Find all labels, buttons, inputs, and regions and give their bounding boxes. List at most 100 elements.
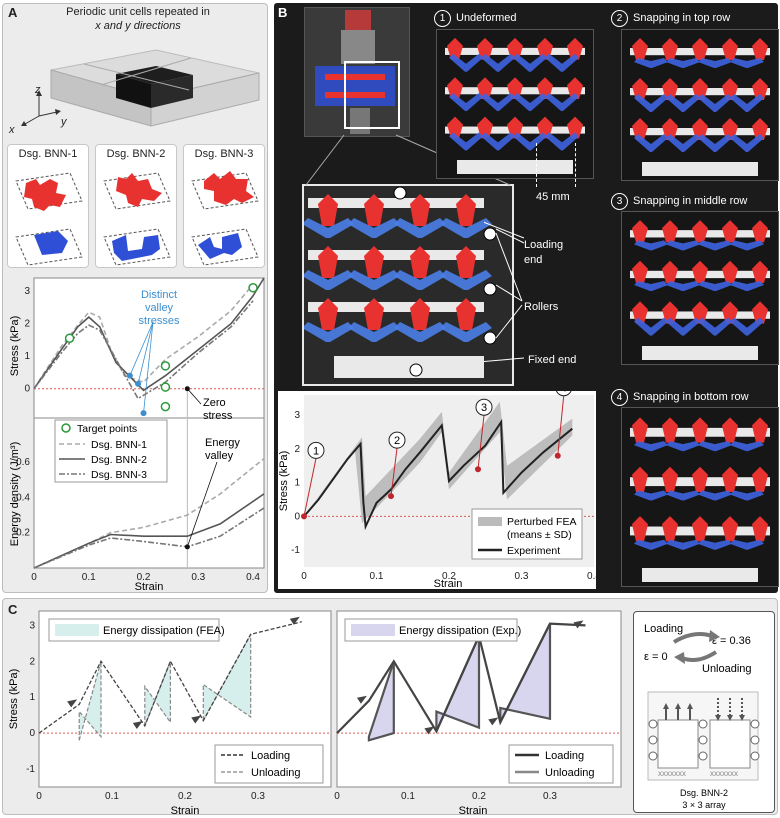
design-label-bnn3: Dsg. BNN-3 bbox=[194, 148, 254, 160]
red-element bbox=[632, 78, 648, 100]
x-tick-label: 0.2 bbox=[442, 571, 456, 582]
red-element bbox=[752, 301, 768, 324]
loading-path bbox=[336, 622, 586, 734]
legend-bnn3: Dsg. BNN-3 bbox=[91, 469, 147, 481]
valley-point bbox=[140, 410, 147, 417]
blue-element bbox=[666, 94, 700, 112]
panel-a-legend: Target points Dsg. BNN-1 Dsg. BNN-2 Dsg.… bbox=[54, 419, 168, 483]
c1-legend-loading: Loading bbox=[251, 750, 290, 762]
red-element bbox=[752, 118, 768, 140]
blue-element bbox=[730, 317, 764, 336]
state-marker-point bbox=[554, 452, 561, 459]
a-xlabel: Strain bbox=[135, 581, 164, 592]
y-tick-label: 2 bbox=[29, 656, 35, 667]
x-tick-label: 0.3 bbox=[515, 571, 529, 582]
red-element bbox=[662, 78, 678, 100]
fixed-base-hatch-left: xxxxxxx bbox=[658, 769, 686, 778]
blue-element bbox=[698, 317, 732, 336]
blue-element bbox=[666, 240, 700, 251]
blue-element bbox=[698, 281, 732, 292]
fea-band bbox=[304, 401, 573, 524]
zoom-blue-element bbox=[348, 270, 400, 290]
zoom-red-element bbox=[318, 298, 338, 330]
blue-element bbox=[698, 539, 732, 550]
blue-element bbox=[634, 317, 668, 336]
red-element bbox=[632, 38, 648, 60]
x-tick-label: 0.1 bbox=[82, 572, 96, 583]
red-element bbox=[632, 466, 648, 492]
legend-experiment: Experiment bbox=[507, 545, 560, 557]
red-element bbox=[567, 37, 583, 60]
fea-title: Energy dissipation (FEA) bbox=[103, 625, 225, 637]
base-plate bbox=[642, 162, 758, 176]
c1-legend-unloading: Unloading bbox=[251, 767, 301, 779]
direction-arrow bbox=[289, 616, 300, 625]
blue-element bbox=[730, 240, 764, 251]
y-tick-label: -1 bbox=[26, 764, 35, 775]
red-element bbox=[752, 516, 768, 542]
design-card-bnn1: Dsg. BNN-1 bbox=[7, 144, 89, 268]
callout-fixed-end: Fixed end bbox=[528, 354, 577, 366]
blue-element bbox=[449, 93, 483, 112]
blue-element bbox=[481, 132, 515, 151]
state-marker-label: 4 bbox=[561, 391, 567, 395]
red-element bbox=[692, 220, 708, 243]
axis-z-label: z bbox=[35, 84, 41, 96]
blue-element bbox=[481, 93, 515, 112]
blue-element bbox=[634, 441, 668, 452]
x-tick-label: 0.2 bbox=[472, 791, 486, 802]
red-element bbox=[662, 466, 678, 492]
bnn1-unit-cell-icon bbox=[15, 172, 83, 266]
red-element bbox=[662, 516, 678, 542]
blue-element bbox=[730, 490, 764, 501]
blue-element bbox=[634, 240, 668, 251]
blue-element bbox=[698, 490, 732, 501]
panel-b: B Loading end Rollers F bbox=[274, 3, 779, 593]
red-element bbox=[752, 78, 768, 100]
state-marker-label: 1 bbox=[313, 445, 319, 457]
testing-machine-photo bbox=[304, 7, 410, 137]
blue-element bbox=[449, 53, 483, 72]
x-tick-label: 0.1 bbox=[105, 791, 119, 802]
panel-a: A Periodic unit cells repeated in x and … bbox=[2, 3, 268, 593]
zoom-plate bbox=[308, 250, 484, 260]
x-tick-label: 0 bbox=[31, 572, 37, 583]
panel-b-label: B bbox=[278, 5, 288, 20]
zoom-red-element bbox=[456, 194, 476, 226]
red-element bbox=[477, 77, 493, 99]
blue-element bbox=[634, 134, 668, 152]
target-point bbox=[64, 333, 75, 343]
zoom-blue-element bbox=[440, 270, 492, 290]
zoom-red-element bbox=[456, 246, 476, 278]
blue-element bbox=[698, 134, 732, 152]
scale-bar-guides bbox=[536, 143, 576, 187]
legend-target-points: Target points bbox=[77, 423, 137, 435]
blue-element bbox=[730, 281, 764, 292]
y-tick-label: 3 bbox=[294, 410, 300, 421]
state-marker-label: 2 bbox=[394, 435, 400, 447]
zoom-red-element bbox=[364, 246, 384, 278]
legend-fea: Perturbed FEA bbox=[507, 516, 576, 528]
valley-annotation-2: valley bbox=[145, 302, 174, 314]
blue-element bbox=[634, 281, 668, 292]
blue-element bbox=[666, 539, 700, 550]
x-tick-label: 0.3 bbox=[543, 791, 557, 802]
red-element bbox=[752, 466, 768, 492]
b-xlabel: Strain bbox=[434, 578, 463, 589]
y-tick-label: 0.6 bbox=[16, 457, 30, 468]
red-element bbox=[662, 260, 678, 283]
zoom-red-element bbox=[364, 194, 384, 226]
y-tick-label: 0 bbox=[294, 511, 300, 522]
state-2-label: Snapping in top row bbox=[633, 12, 731, 24]
state-1-label: Undeformed bbox=[456, 12, 517, 24]
zero-stress-annotation-2: stress bbox=[203, 410, 233, 422]
bnn2-unit-cell-icon bbox=[103, 172, 171, 266]
direction-arrow bbox=[424, 726, 435, 735]
red-element bbox=[692, 260, 708, 283]
red-element bbox=[477, 37, 493, 60]
blue-element bbox=[698, 58, 732, 68]
red-element bbox=[722, 417, 738, 443]
y-tick-label: -1 bbox=[291, 545, 300, 556]
direction-arrow bbox=[132, 720, 143, 729]
